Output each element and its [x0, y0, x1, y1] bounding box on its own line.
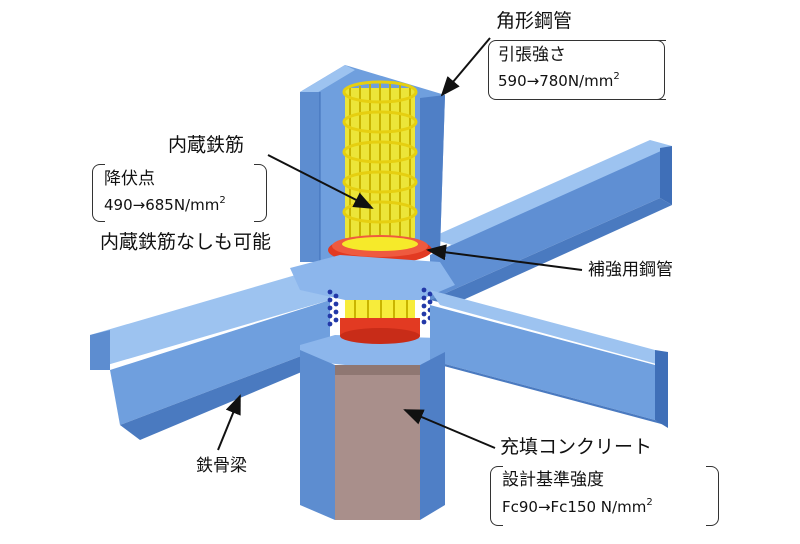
steel-beam-title: 鉄骨梁 — [196, 456, 247, 476]
beam-upper-right — [430, 140, 672, 305]
arrow-steel-tube — [440, 37, 491, 97]
beam-left — [90, 265, 330, 440]
concrete-title: 充填コンクリート — [500, 436, 653, 458]
rebar-title: 内蔵鉄筋 — [168, 134, 245, 156]
rebar-note: 内蔵鉄筋なしも可能 — [100, 231, 272, 253]
steel-tube-value: 590→780N/mm2 — [498, 71, 620, 90]
rebar-bracket-right — [254, 164, 267, 222]
reinforcing-tube-ring-lower — [340, 318, 420, 344]
arrow-concrete — [403, 409, 496, 449]
concrete-column-lower — [300, 350, 445, 520]
arrow-steel-beam — [217, 394, 241, 451]
concrete-prop: 設計基準強度 — [502, 470, 604, 490]
rebar-prop: 降伏点 — [104, 169, 155, 189]
reinforcing-tube-ring-upper — [328, 235, 432, 264]
concrete-value: Fc90→Fc150 N/mm2 — [502, 497, 653, 516]
concrete-bracket-left — [490, 466, 503, 526]
beam-right — [430, 290, 668, 428]
rebar-bracket-left — [92, 164, 105, 222]
rebar-value: 490→685N/mm2 — [104, 195, 226, 214]
arrow-rebar — [267, 154, 374, 209]
steel-tube-title: 角形鋼管 — [496, 10, 573, 32]
joint-diaphragm — [290, 255, 455, 365]
steel-tube-bracket-left — [488, 40, 666, 100]
leader-arrows — [217, 37, 583, 451]
arrow-reinforcing-tube — [426, 244, 583, 271]
concrete-bracket-right — [706, 466, 719, 526]
steel-tube-bracket-right — [650, 40, 665, 100]
reinforcing-tube-title: 補強用鋼管 — [588, 260, 673, 280]
steel-tube-prop: 引張強さ — [498, 45, 566, 65]
